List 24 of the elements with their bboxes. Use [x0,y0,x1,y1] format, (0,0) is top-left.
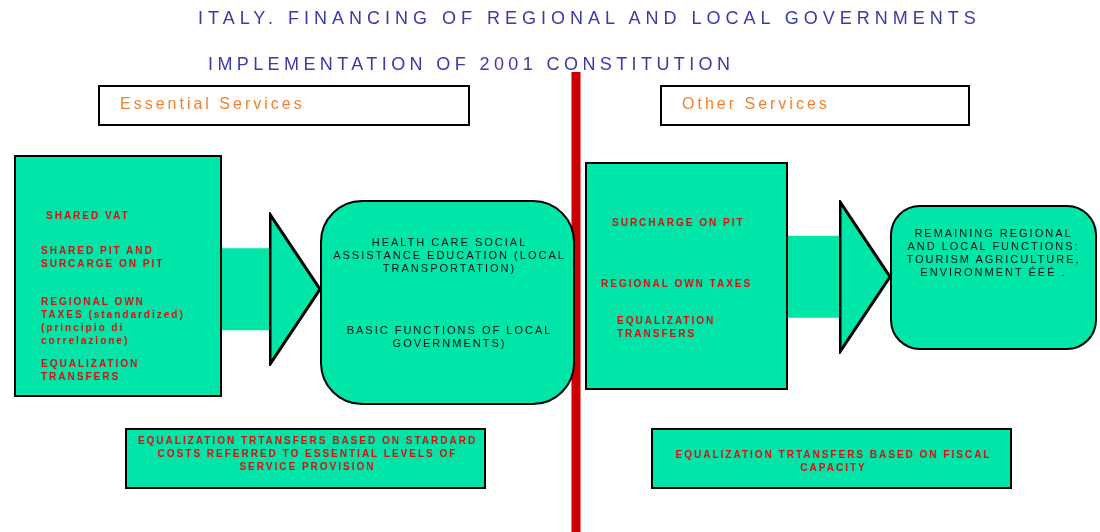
block-arrow [788,200,892,354]
transfer-box [651,428,1012,489]
item-text: EQUALIZATION TRTANSFERS BASED ON STARDARD COSTS REFERRED TO ESSENTIAL LEVELS OF SERVICE PROVISION [136,434,479,473]
item-text: REMAINING REGIONAL AND LOCAL FUNCTIONS: TOURISM AGRICULTURE, ENVIRONMENT ÉÉÉ . [905,227,1082,279]
item-text: SURCHARGE ON PIT [612,216,746,229]
header-box: Other Services [660,85,970,126]
functions-box [890,205,1097,350]
functions-box [320,200,575,405]
item-text: SHARED PIT AND SURCARGE ON PIT [41,244,166,270]
item-text: REGIONAL OWN TAXES (standardized) (principio di correlazione) [41,295,186,347]
item-text: EQUALIZATION TRTANSFERS BASED ON FISCAL CAPACITY [674,448,993,474]
item-text: EQUALIZATION TRANSFERS [617,314,717,340]
title: ITALY. FINANCING OF REGIONAL AND LOCAL GOVERNMENTS [198,8,981,29]
header-box: Essential Services [98,85,470,126]
item-text: SHARED VAT [46,209,131,222]
item-text: REGIONAL OWN TAXES [601,277,754,290]
item-text: BASIC FUNCTIONS OF LOCAL GOVERNMENTS) [345,324,554,350]
block-arrow [222,212,322,366]
item-text: EQUALIZATION TRANSFERS [41,357,141,383]
subtitle: IMPLEMENTATION OF 2001 CONSTITUTION [208,54,735,75]
transfer-box [125,428,486,489]
item-text: HEALTH CARE SOCIAL ASSISTANCE EDUCATION (LOCAL TRANSPORTATION) [332,236,567,275]
revenue-box [585,162,788,390]
revenue-box [14,155,222,397]
